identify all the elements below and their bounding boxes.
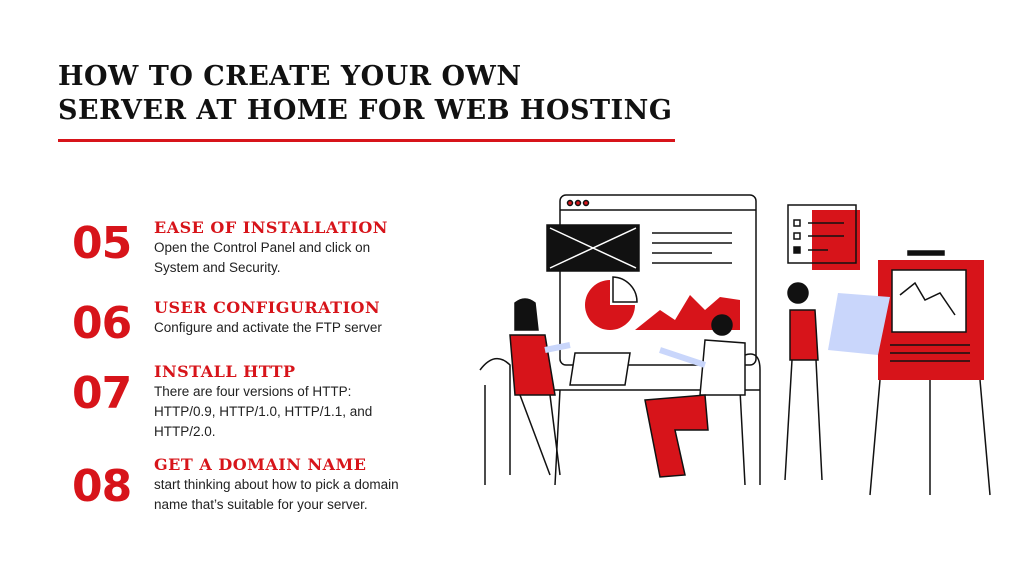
title-line-2: SERVER AT HOME FOR WEB HOSTING	[58, 95, 673, 126]
step-heading: EASE OF INSTALLATION	[154, 218, 388, 237]
seated-man	[644, 314, 761, 485]
easel-chart	[869, 250, 991, 496]
step-description: Open the Control Panel and click on Syst…	[154, 240, 371, 275]
title-underline	[58, 139, 675, 142]
office-team-illustration	[479, 194, 991, 496]
step-heading: GET A DOMAIN NAME	[154, 455, 367, 474]
standing-person	[784, 282, 890, 481]
step-number: 07	[72, 368, 132, 419]
step-number: 08	[72, 461, 132, 512]
step-heading: USER CONFIGURATION	[154, 298, 381, 317]
browser-window	[546, 194, 757, 366]
table-and-laptop	[540, 352, 760, 486]
step-number: 05	[72, 218, 132, 269]
step-number: 06	[72, 298, 132, 349]
step-description: start thinking about how to pick a domai…	[154, 477, 399, 512]
step-description: There are four versions of HTTP: HTTP/0.…	[154, 384, 373, 439]
page-title: HOW TO CREATE YOUR OWN SERVER AT HOME FO…	[58, 60, 672, 128]
step-heading: INSTALL HTTP	[154, 362, 296, 381]
title-line-1: HOW TO CREATE YOUR OWN	[58, 61, 522, 92]
step-description: Configure and activate the FTP server	[154, 320, 382, 335]
checklist-board	[787, 204, 860, 270]
seated-woman	[479, 298, 571, 485]
